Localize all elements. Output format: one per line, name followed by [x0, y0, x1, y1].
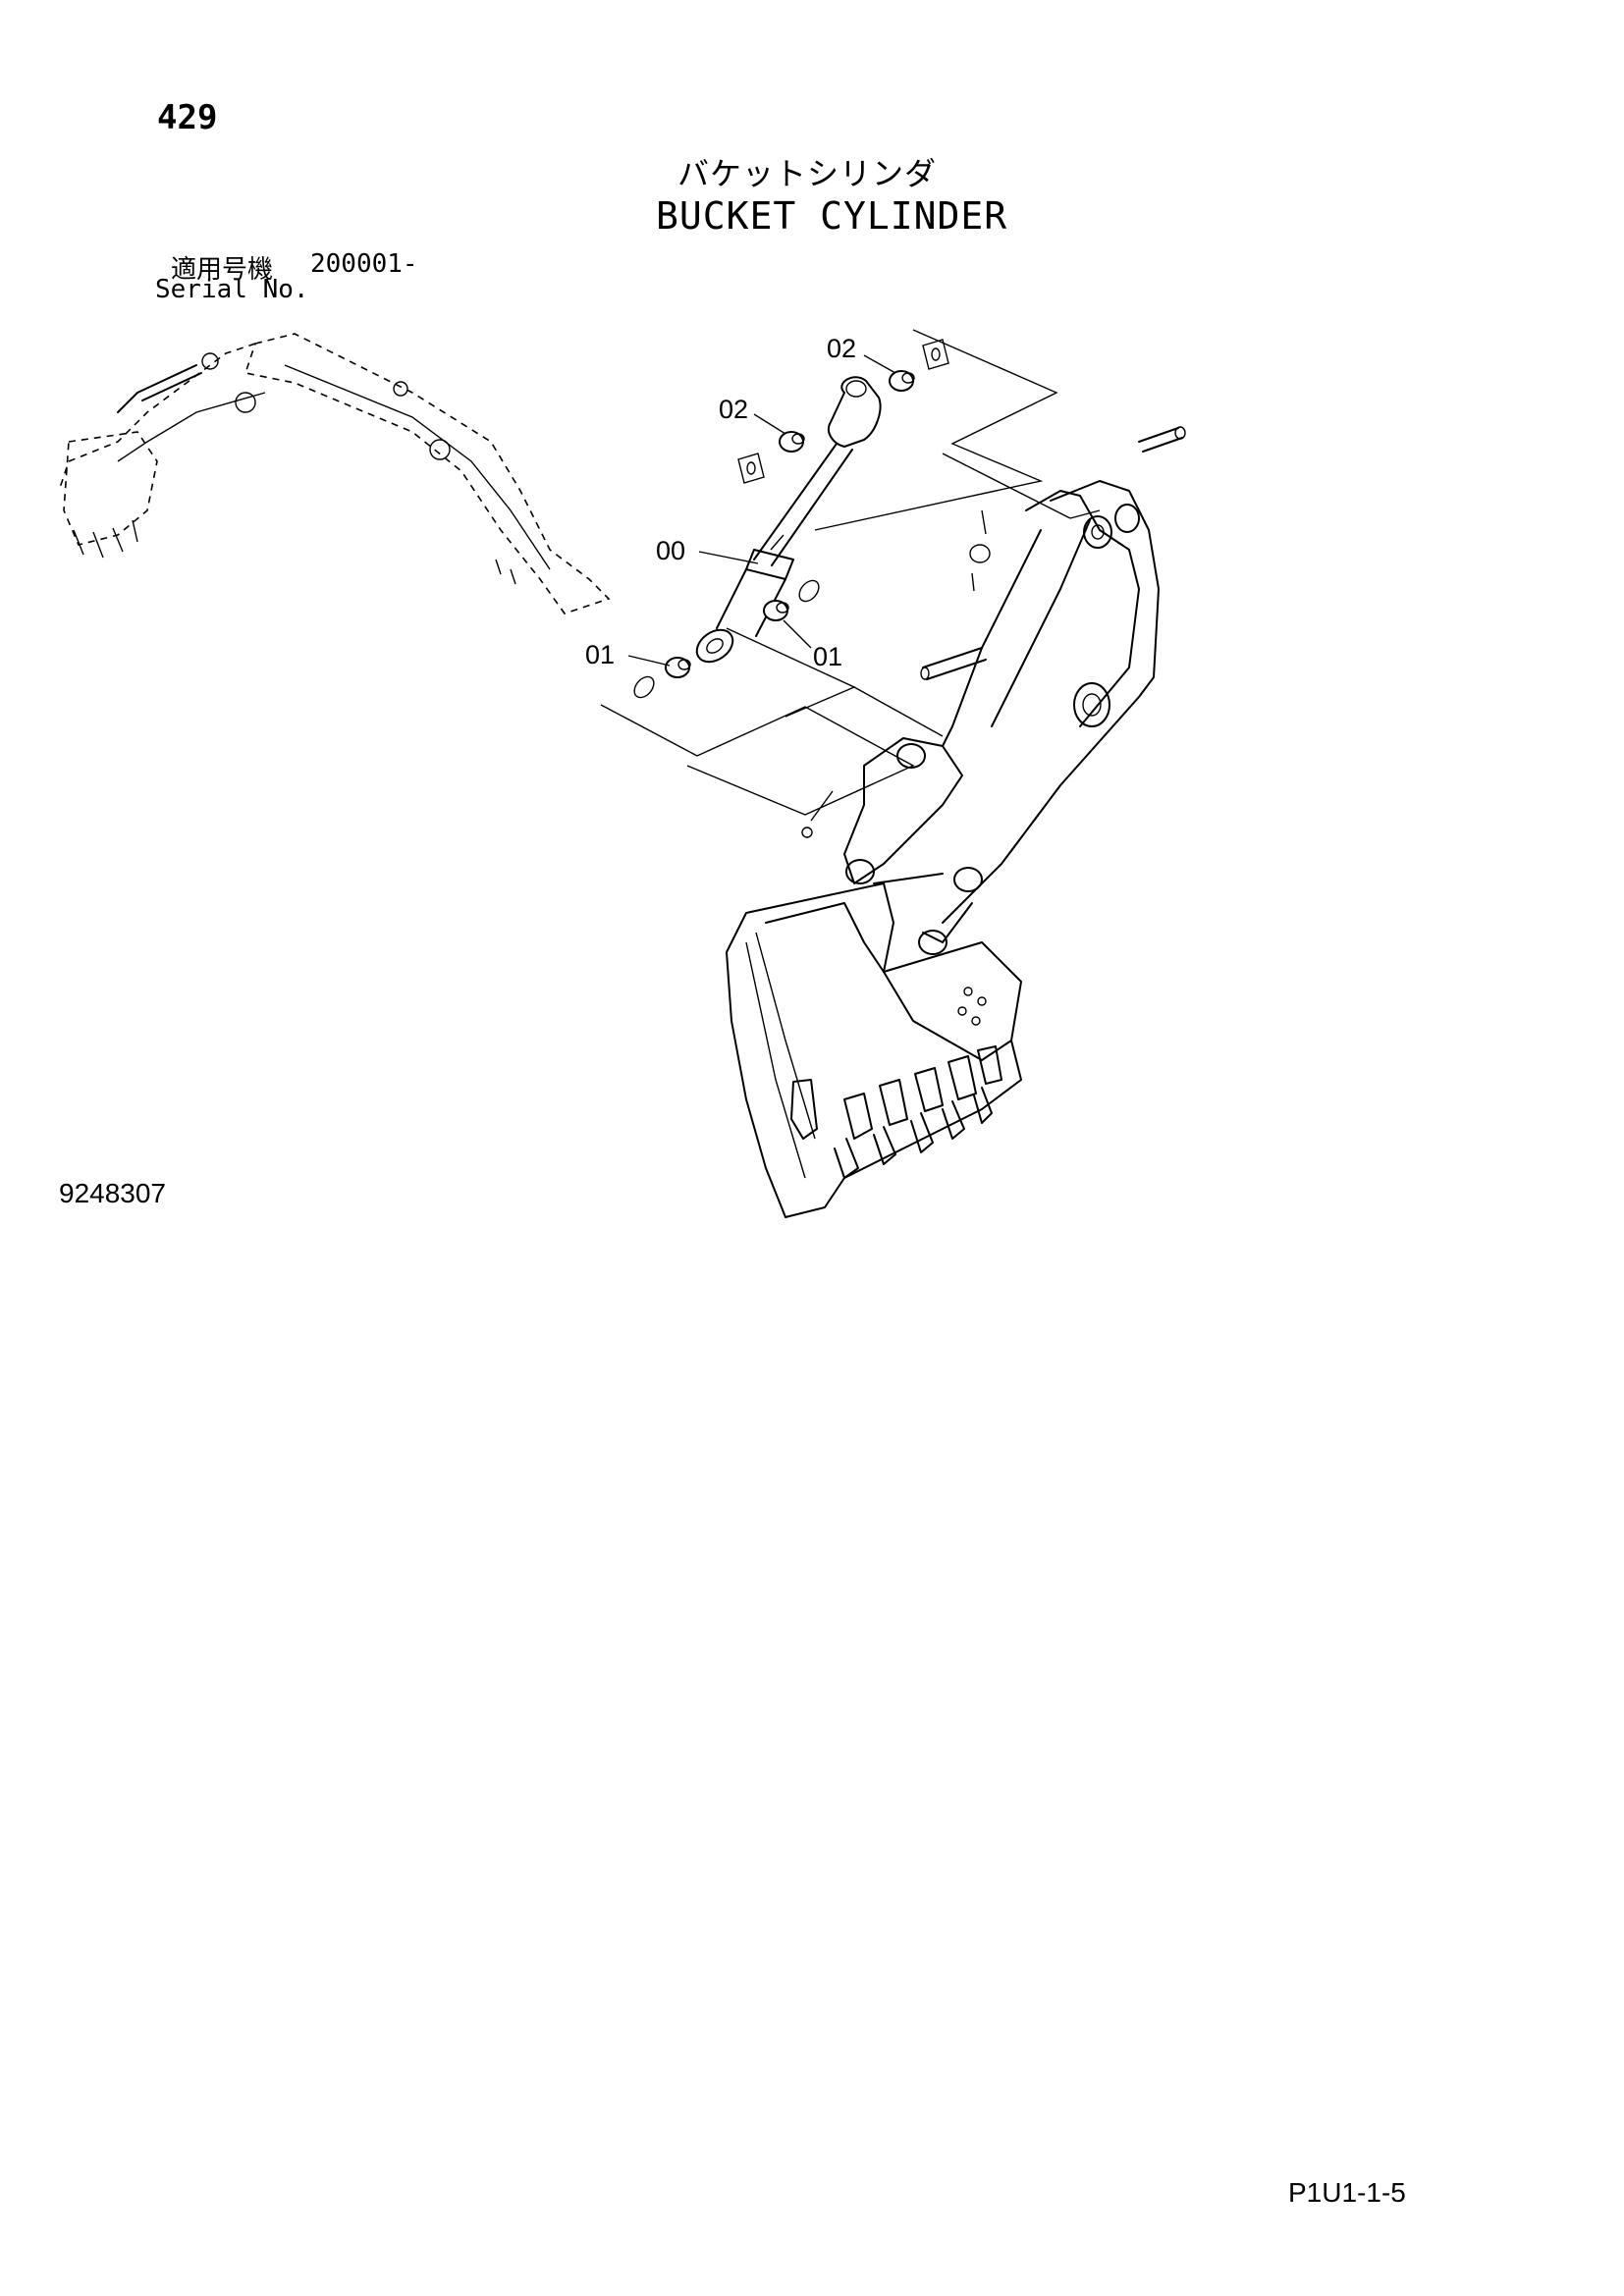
overview-arm-illustration	[58, 333, 611, 614]
callout-leaders	[627, 354, 896, 667]
page-title: BUCKET CYLINDER	[656, 194, 1008, 238]
serial-label: Serial No.	[155, 275, 309, 304]
drawing-number: 9248307	[59, 1178, 167, 1208]
page-number: 429	[157, 98, 218, 137]
callout-01-right[interactable]: 01	[813, 642, 843, 671]
arm-and-bucket-assembly	[726, 426, 1186, 1218]
serial-number-value: 200001-	[310, 249, 418, 279]
bushings-and-shims	[633, 339, 949, 699]
serial-label-japanese: 適用号機	[171, 255, 274, 285]
bucket-cylinder-part	[695, 376, 882, 664]
assembly-guide-lines	[600, 329, 1101, 816]
title-japanese: バケットシリンダ	[677, 155, 938, 192]
callout-02-upper[interactable]: 02	[827, 334, 857, 363]
page-code: P1U1-1-5	[1288, 2177, 1406, 2208]
callout-01-left[interactable]: 01	[585, 640, 616, 669]
callout-00[interactable]: 00	[656, 536, 686, 565]
callout-02-lower[interactable]: 02	[719, 395, 749, 424]
